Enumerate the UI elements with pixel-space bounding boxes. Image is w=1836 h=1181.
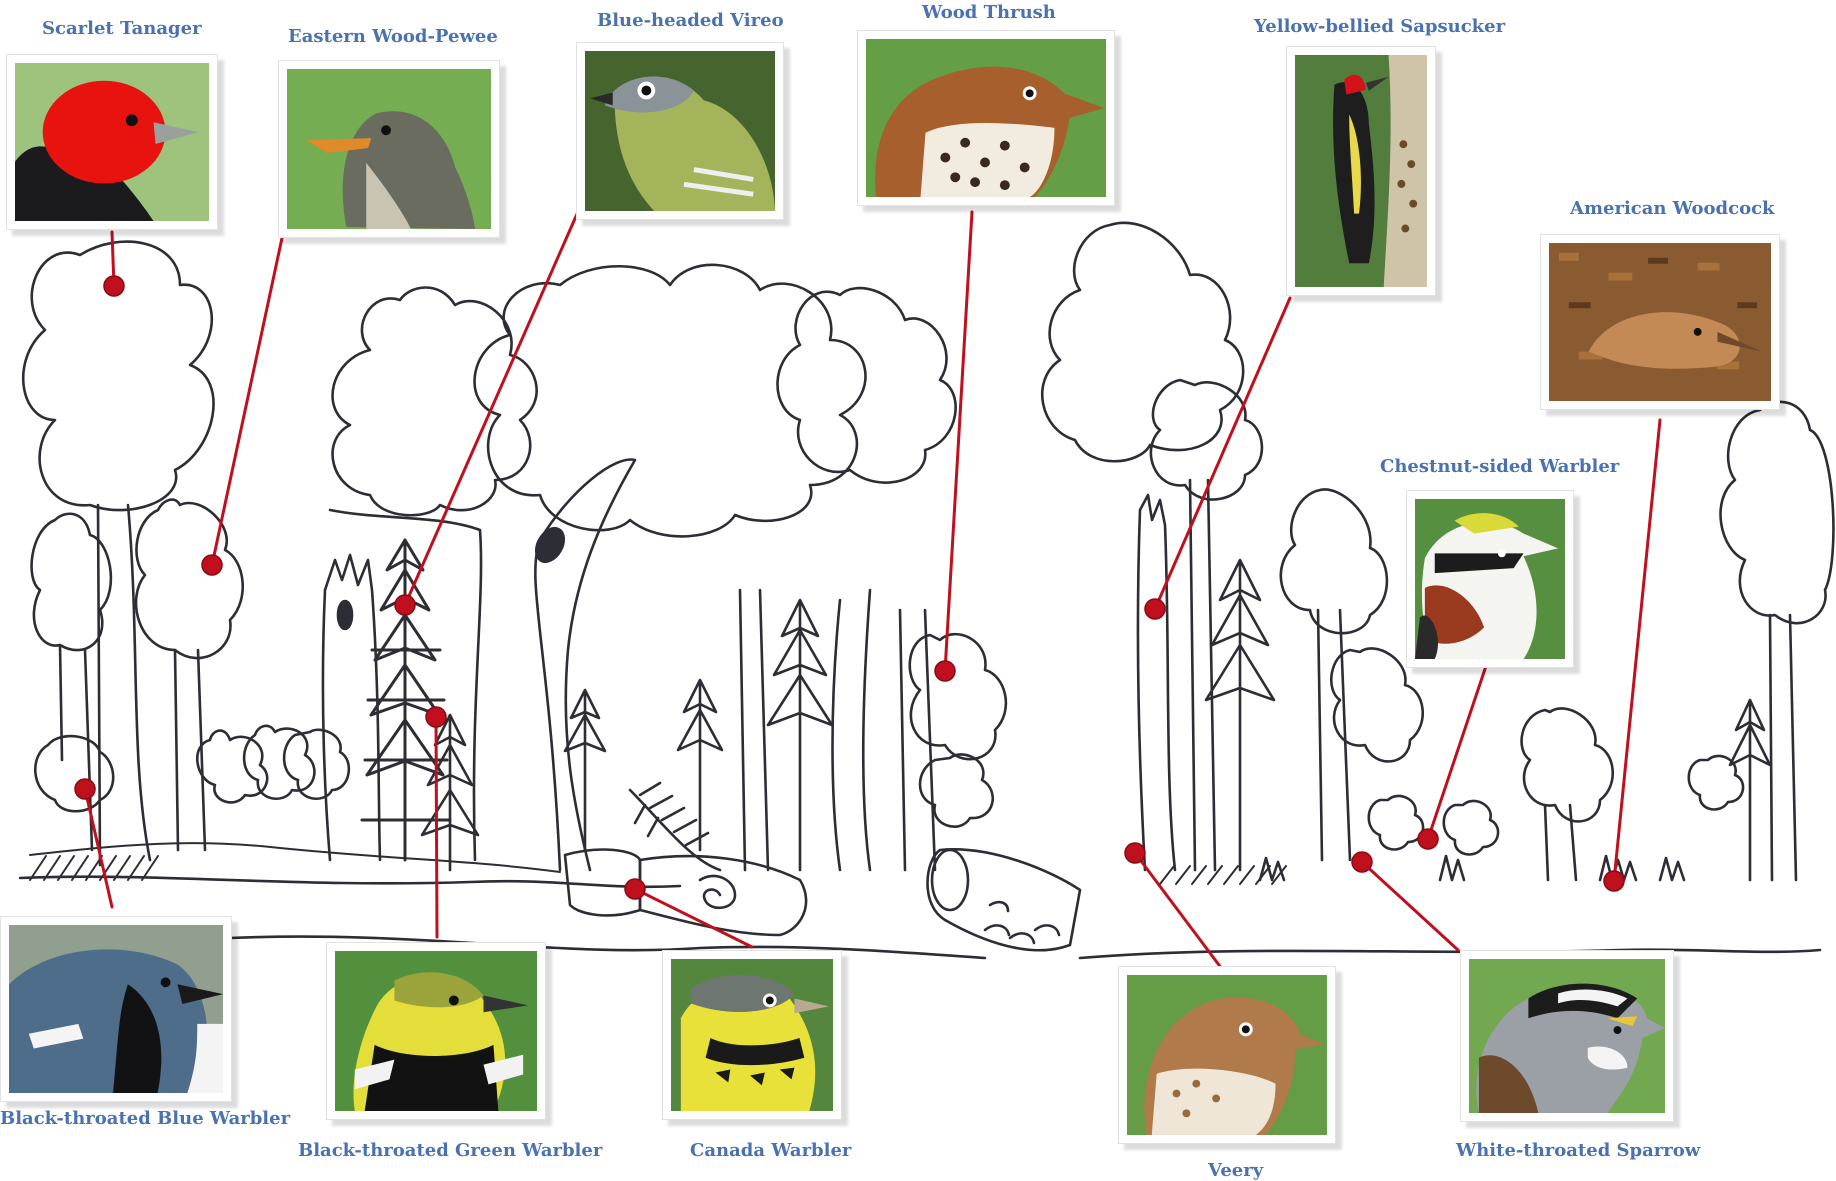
ground-line bbox=[20, 877, 680, 887]
bird-photo bbox=[6, 54, 218, 230]
bird-name-label: Yellow-bellied Sapsucker bbox=[1254, 16, 1505, 37]
tree-trunk bbox=[1545, 805, 1576, 880]
shrub bbox=[1689, 756, 1743, 809]
bird-name-label: Black-throated Green Warbler bbox=[298, 1140, 602, 1161]
tree-crown bbox=[1721, 402, 1834, 623]
marker-dot bbox=[1125, 843, 1145, 863]
bird-photo bbox=[1406, 490, 1574, 668]
marker-dot bbox=[202, 555, 222, 575]
bird-photo bbox=[1118, 966, 1336, 1144]
tree-crown bbox=[1522, 708, 1613, 821]
bird-photo bbox=[326, 942, 546, 1120]
bird-name-label: Scarlet Tanager bbox=[42, 18, 202, 39]
marker-dot bbox=[935, 661, 955, 681]
connector-line bbox=[945, 212, 972, 671]
hollow-log bbox=[928, 849, 1081, 950]
tree-crown bbox=[1042, 223, 1243, 461]
shrub bbox=[1444, 801, 1498, 854]
conifer-small bbox=[422, 715, 478, 870]
marker-dot bbox=[1418, 829, 1438, 849]
marker-dot bbox=[104, 276, 124, 296]
connector-line bbox=[212, 238, 282, 565]
tree-trunk bbox=[60, 645, 92, 850]
shrub bbox=[244, 726, 314, 799]
tree-trunk bbox=[98, 505, 150, 865]
snag bbox=[323, 555, 380, 860]
bird-photo bbox=[278, 60, 500, 238]
marker-dot bbox=[1604, 871, 1624, 891]
tree-crown bbox=[1281, 489, 1387, 633]
bird-photo bbox=[1540, 234, 1780, 410]
conifer-small bbox=[1206, 560, 1274, 870]
conifer-small bbox=[678, 680, 722, 850]
tree-crown bbox=[475, 265, 866, 537]
tree-crown bbox=[35, 736, 113, 811]
bird-name-label: Canada Warbler bbox=[690, 1140, 851, 1161]
log bbox=[640, 856, 806, 935]
marker-dot bbox=[625, 879, 645, 899]
marker-dot bbox=[1145, 599, 1165, 619]
marker-dot bbox=[1352, 852, 1372, 872]
marker-dot bbox=[426, 707, 446, 727]
ground-hatching bbox=[30, 843, 1286, 884]
connector-line bbox=[1614, 420, 1660, 881]
bird-photo bbox=[1460, 950, 1674, 1122]
bird-name-label: Blue-headed Vireo bbox=[597, 10, 784, 31]
tree-trunk bbox=[1318, 610, 1350, 860]
marker-dot bbox=[75, 779, 95, 799]
connector-line bbox=[1362, 862, 1458, 950]
tree-crown bbox=[333, 288, 537, 516]
conifer-small bbox=[1730, 700, 1770, 880]
bird-photo bbox=[857, 30, 1115, 206]
tree-trunk bbox=[740, 590, 870, 870]
shrub bbox=[197, 731, 267, 803]
shrub bbox=[1369, 796, 1423, 849]
conifer-small bbox=[768, 600, 832, 870]
snag-cavity bbox=[338, 601, 352, 629]
ground-line bbox=[1080, 950, 1820, 958]
tree-crown bbox=[910, 634, 1006, 759]
bird-photo bbox=[576, 42, 784, 220]
bird-name-label: Veery bbox=[1208, 1160, 1263, 1181]
tree-trunk bbox=[1770, 615, 1796, 880]
tree-trunk bbox=[175, 650, 205, 850]
bird-name-label: American Woodcock bbox=[1570, 198, 1775, 219]
connector-line bbox=[436, 717, 437, 937]
bird-name-label: Wood Thrush bbox=[922, 2, 1056, 23]
connector-line bbox=[1155, 298, 1290, 609]
bird-name-label: Eastern Wood-Pewee bbox=[288, 26, 498, 47]
bird-photo bbox=[1286, 46, 1436, 296]
tree-trunk bbox=[1190, 480, 1215, 870]
bird-name-label: Black-throated Blue Warbler bbox=[0, 1108, 290, 1129]
marker-dot bbox=[395, 595, 415, 615]
tree-trunk bbox=[900, 610, 935, 870]
bird-name-label: Chestnut-sided Warbler bbox=[1380, 456, 1619, 477]
log-end bbox=[932, 850, 968, 910]
tree-crown bbox=[778, 288, 956, 483]
bird-photo bbox=[662, 950, 842, 1120]
bird-name-label: White-throated Sparrow bbox=[1456, 1140, 1700, 1161]
connector-line bbox=[1428, 666, 1486, 839]
shrub bbox=[284, 730, 349, 799]
bird-photo bbox=[0, 916, 232, 1102]
log-stones bbox=[985, 902, 1059, 943]
snag bbox=[1138, 495, 1175, 870]
tree-crown bbox=[136, 500, 243, 659]
log-end bbox=[700, 876, 735, 908]
